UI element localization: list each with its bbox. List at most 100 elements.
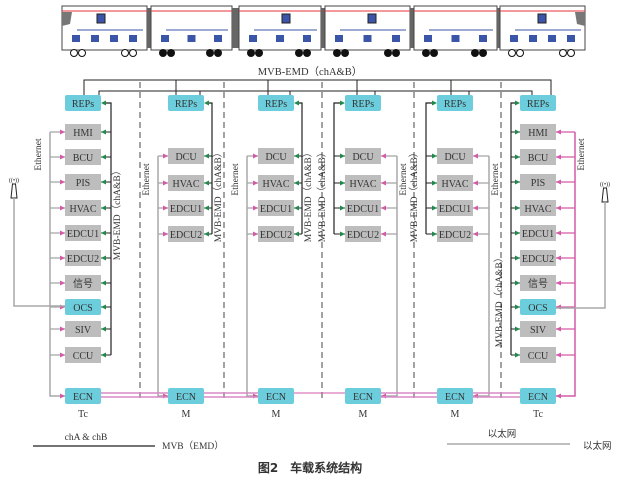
gateway-icon (96, 13, 106, 24)
arrow-icon (60, 230, 65, 236)
device-icon (451, 35, 460, 42)
device-edcu2-label: EDCU2 (170, 230, 202, 241)
car-body (238, 5, 322, 51)
arrow-icon (101, 205, 106, 211)
arrow-icon (556, 326, 561, 332)
arrow-icon (515, 129, 520, 135)
arrow-icon (294, 180, 299, 186)
arrow-icon (515, 230, 520, 236)
car-body (499, 5, 586, 51)
wheel (303, 49, 311, 57)
device-hvac-box (258, 175, 294, 191)
device-pis-box (65, 174, 101, 190)
arrow-icon (381, 153, 386, 159)
device-信号-box (520, 275, 556, 291)
device-dcu-box (258, 148, 294, 164)
device-edcu2-box (437, 226, 473, 242)
arrow-icon (381, 231, 386, 237)
car-6-network: EthernetMVB-EMD（chA&B）REPsHMIBCUPISHVACE… (493, 95, 587, 420)
device-hvac-box (168, 175, 204, 191)
network: EthernetMVB-EMD（chA&B）REPsHMIBCUPISHVACE… (9, 79, 610, 420)
device-icon (548, 35, 556, 42)
reps-label: REPs (444, 99, 466, 110)
device-信号-label: 信号 (528, 278, 548, 290)
wheel (559, 49, 567, 57)
arrow-icon (515, 280, 520, 286)
arrow-icon (556, 230, 561, 236)
arrow-icon (101, 179, 106, 185)
arrow-icon (515, 304, 520, 310)
device-hvac-label: HVAC (524, 204, 551, 215)
arrow-icon (294, 205, 299, 211)
device-ocs-box (65, 299, 101, 315)
legend-mvb-label: MVB（EMD） (162, 440, 224, 452)
arrow-icon (101, 280, 106, 286)
device-icon (129, 35, 137, 42)
wheel (516, 49, 524, 57)
reps-box (168, 95, 204, 111)
gangway (232, 8, 239, 48)
gangway (147, 8, 151, 48)
device-bcu-box (65, 149, 101, 165)
arrow-icon (556, 255, 561, 261)
wheel (567, 49, 575, 57)
device-icon (529, 35, 537, 42)
device-icon (392, 35, 400, 42)
device-icon (567, 35, 575, 42)
arrow-icon (473, 180, 478, 186)
arrow-icon (294, 100, 299, 106)
device-ccu-label: CCU (528, 351, 549, 362)
ecn-box (437, 388, 473, 404)
device-siv-label: SIV (75, 325, 92, 336)
train-car (150, 5, 239, 57)
car-5-network: EthernetMVB-EMD（chA&B）REPsDCUHVACEDCU1ED… (408, 95, 501, 420)
wheel (479, 49, 487, 57)
antenna-link (13, 198, 65, 307)
gangway (410, 8, 414, 48)
device-ocs-label: OCS (528, 303, 547, 314)
device-icon (276, 35, 284, 42)
device-edcu1-box (258, 200, 294, 216)
device-edcu2-label: EDCU2 (439, 230, 471, 241)
device-edcu2-label: EDCU2 (522, 254, 554, 265)
device-edcu1-box (65, 225, 101, 241)
device-pis-label: PIS (76, 178, 90, 189)
arrow-icon (515, 205, 520, 211)
arrow-icon (340, 180, 345, 186)
arrow-icon (60, 326, 65, 332)
car-1-network: EthernetMVB-EMD（chA&B）REPsHMIBCUPISHVACE… (34, 95, 123, 420)
ecn-label: ECN (353, 392, 373, 403)
wheel (333, 49, 341, 57)
arrow-icon (204, 231, 209, 237)
arrow-icon (60, 129, 65, 135)
ecn-box (65, 388, 101, 404)
wheel (78, 49, 86, 57)
cab-rear (575, 12, 585, 26)
device-hvac-box (520, 200, 556, 216)
device-edcu1-box (437, 200, 473, 216)
arrow-icon (60, 154, 65, 160)
device-edcu1-label: EDCU1 (522, 229, 554, 240)
ethernet-label: Ethernet (491, 163, 501, 196)
device-dcu-label: DCU (175, 152, 197, 163)
ecn-label: ECN (528, 392, 548, 403)
device-edcu2-label: EDCU2 (347, 230, 379, 241)
device-pis-box (520, 174, 556, 190)
car-body (413, 5, 498, 51)
antenna-signal-icon: ((•)) (9, 177, 19, 184)
arrow-icon (101, 129, 106, 135)
cab-front (62, 12, 72, 26)
device-hvac-label: HVAC (262, 179, 289, 190)
arrow-icon (381, 180, 386, 186)
mvb-vertical-label: MVB-EMD（chA&B） (493, 253, 505, 347)
antenna-icon: ((•)) (9, 177, 65, 307)
wheel (129, 49, 137, 57)
device-ccu-label: CCU (73, 351, 94, 362)
device-icon (187, 35, 196, 42)
car-body (150, 5, 233, 51)
device-siv-box (520, 321, 556, 337)
mvb-vertical-label: MVB-EMD（chA&B） (212, 148, 224, 242)
ethernet-label: Ethernet (577, 138, 587, 171)
